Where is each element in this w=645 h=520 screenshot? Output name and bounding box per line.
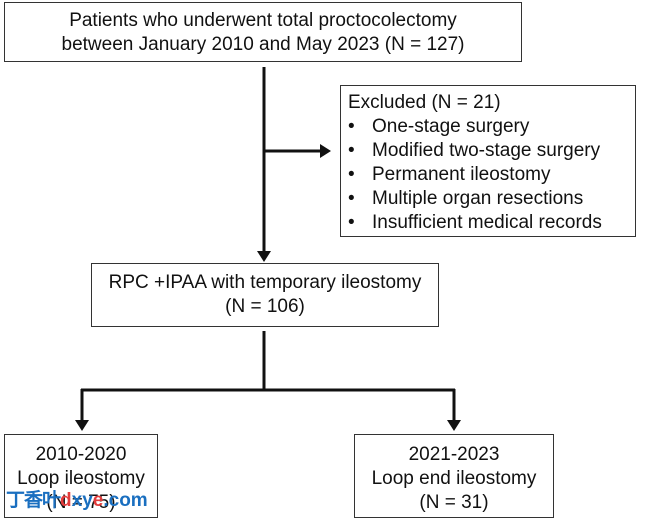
loop-end-ileostomy-label: Loop end ileostomy: [371, 468, 537, 489]
loop-end-ileostomy-period: 2021-2023: [408, 444, 500, 465]
watermark-domain: dxye.com: [60, 490, 148, 511]
exclusion-item: •Insufficient medical records: [348, 212, 602, 233]
arrowhead-excluded: [320, 144, 331, 158]
arrowhead-middle: [257, 251, 271, 262]
arrowhead-right: [447, 420, 461, 431]
loop-end-ileostomy-box: 2021-2023 Loop end ileostomy (N = 31): [354, 434, 554, 518]
total-patients-line2: between January 2010 and May 2023 (N = 1…: [61, 34, 465, 55]
total-patients-line1: Patients who underwent total proctocolec…: [69, 10, 457, 31]
loop-ileostomy-count: (N = 75): [46, 492, 116, 513]
rpc-ipaa-box: RPC +IPAA with temporary ileostomy (N = …: [91, 263, 439, 327]
exclusion-item: •Modified two-stage surgery: [348, 140, 601, 161]
excluded-title: Excluded (N = 21): [348, 92, 501, 113]
excluded-box: Excluded (N = 21) •One-stage surgery •Mo…: [340, 85, 636, 237]
loop-ileostomy-label: Loop ileostomy: [17, 468, 145, 489]
loop-ileostomy-box: 2010-2020 Loop ileostomy (N = 75): [4, 434, 158, 518]
loop-ileostomy-period: 2010-2020: [35, 444, 127, 465]
exclusion-item: •One-stage surgery: [348, 116, 530, 137]
loop-end-ileostomy-count: (N = 31): [419, 492, 489, 513]
exclusion-item: •Multiple organ resections: [348, 188, 584, 209]
total-patients-box: Patients who underwent total proctocolec…: [4, 2, 522, 62]
watermark-cn: 丁香叶: [6, 489, 61, 511]
watermark-logo: 丁香叶dxye.com: [6, 487, 148, 514]
arrowhead-left: [75, 420, 89, 431]
exclusion-list: •One-stage surgery •Modified two-stage s…: [348, 115, 635, 235]
rpc-ipaa-line1: RPC +IPAA with temporary ileostomy: [108, 272, 422, 293]
rpc-ipaa-line2: (N = 106): [225, 296, 305, 317]
exclusion-item: •Permanent ileostomy: [348, 164, 551, 185]
